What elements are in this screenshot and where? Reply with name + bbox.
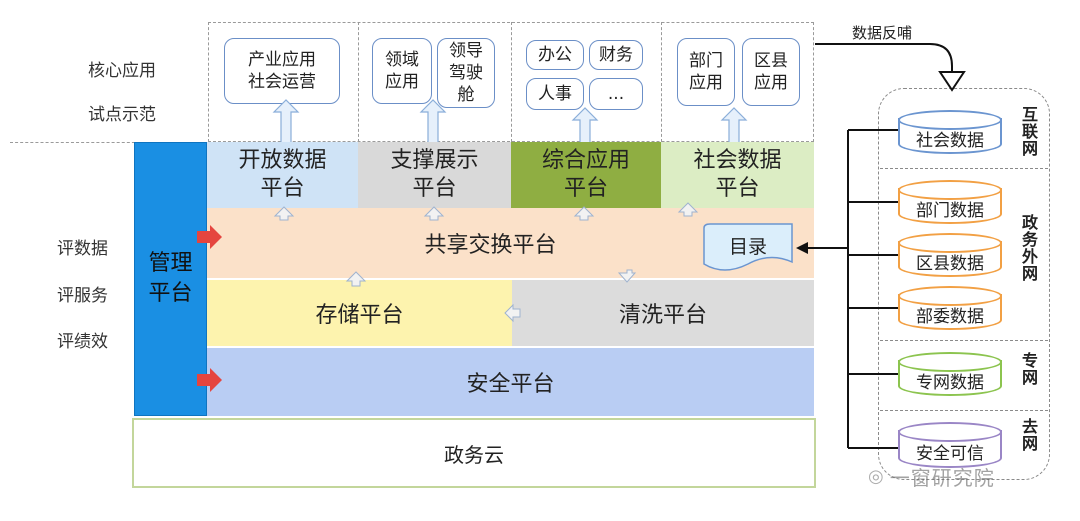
app-industry-social: 产业应用 社会运营 [224,38,340,104]
label-eval-service: 评服务 [57,286,108,306]
catalog-label: 目录 [728,235,767,258]
app-domain: 领域 应用 [372,38,432,104]
left-dashed-rule [10,142,140,143]
label-core-app: 核心应用 [88,61,156,81]
social-data-platform: 社会数据 平台 [661,142,814,208]
cylinder-social-data: 社会数据 [898,110,1002,154]
arrow-up-exchange-4 [677,202,699,217]
catalog-doc [703,223,793,271]
arrow-up-integrated [571,107,599,144]
arrow-down-cleaning [617,269,637,283]
shared-exchange-label: 共享交换平台 [424,233,557,258]
arrow-up-social [720,107,748,144]
app-leader-cockpit: 领导 驾驶 舱 [437,38,495,108]
cylinder-county-data: 区县数据 [898,233,1002,277]
cylinder-private-data: 专网数据 [898,352,1002,396]
cylinder-county-data-label: 区县数据 [916,253,984,274]
sources-divider-2 [880,340,1048,341]
red-arrow-security [197,368,222,392]
top-divider-2 [511,22,512,142]
app-finance: 财务 [589,40,643,70]
cylinder-dept-data-label: 部门数据 [916,200,984,221]
management-platform-label: 管理 平台 [148,251,193,306]
app-hr: 人事 [526,78,584,110]
cylinder-ministry-data-label: 部委数据 [916,306,984,327]
top-divider-1 [358,22,359,142]
feedback-line [815,43,953,80]
arrow-up-exchange-1 [273,206,295,221]
feedback-arrowhead [938,71,966,92]
cylinder-ministry-data: 部委数据 [898,286,1002,330]
open-data-platform: 开放数据 平台 [207,142,358,208]
arrow-left-clean-to-storage [504,303,521,323]
label-internet: 互联网 [1019,106,1038,157]
security-platform: 安全平台 [207,348,814,416]
label-eval-performance: 评绩效 [57,332,108,352]
label-gov-extranet: 政务外网 [1019,214,1038,282]
arrow-up-exchange-2 [423,206,445,221]
wechat-icon: ◎ [868,466,884,487]
arrow-up-storage [345,271,367,287]
top-divider-3 [661,22,662,142]
arrow-up-exchange-3 [573,206,595,221]
watermark-text: 一窗研究院 [889,466,995,490]
cylinder-private-data-label: 专网数据 [916,372,984,393]
app-department: 部门 应用 [677,38,735,106]
label-pilot: 试点示范 [88,105,156,125]
support-display-platform: 支撑展示 平台 [358,142,511,208]
arrow-up-open [272,99,300,144]
sources-divider-1 [880,168,1048,169]
storage-platform: 存储平台 [207,280,512,346]
sources-divider-3 [880,410,1048,411]
gov-cloud: 政务云 [132,418,816,488]
watermark: ◎ 一窗研究院 [868,462,995,491]
catalog-arrowhead [796,242,808,254]
label-private-net: 专网 [1019,352,1038,386]
label-eval-data: 评数据 [57,239,108,259]
cylinder-dept-data: 部门数据 [898,180,1002,224]
integrated-app-platform: 综合应用 平台 [511,142,661,208]
arrow-up-support [419,99,447,144]
app-county: 区县 应用 [742,38,800,106]
data-feedback-label: 数据反哺 [852,24,913,42]
label-offline: 去网 [1019,418,1038,452]
cleaning-platform: 清洗平台 [512,280,814,346]
cylinder-social-data-label: 社会数据 [916,130,984,151]
app-more: ... [589,78,643,110]
management-platform: 管理 平台 [134,142,207,416]
sources-frame [878,88,1050,480]
cylinder-secure-trusted: 安全可信 [898,422,1002,468]
cylinder-secure-trusted-label: 安全可信 [916,443,984,464]
app-office: 办公 [526,40,584,70]
red-arrow-exchange [197,225,222,249]
